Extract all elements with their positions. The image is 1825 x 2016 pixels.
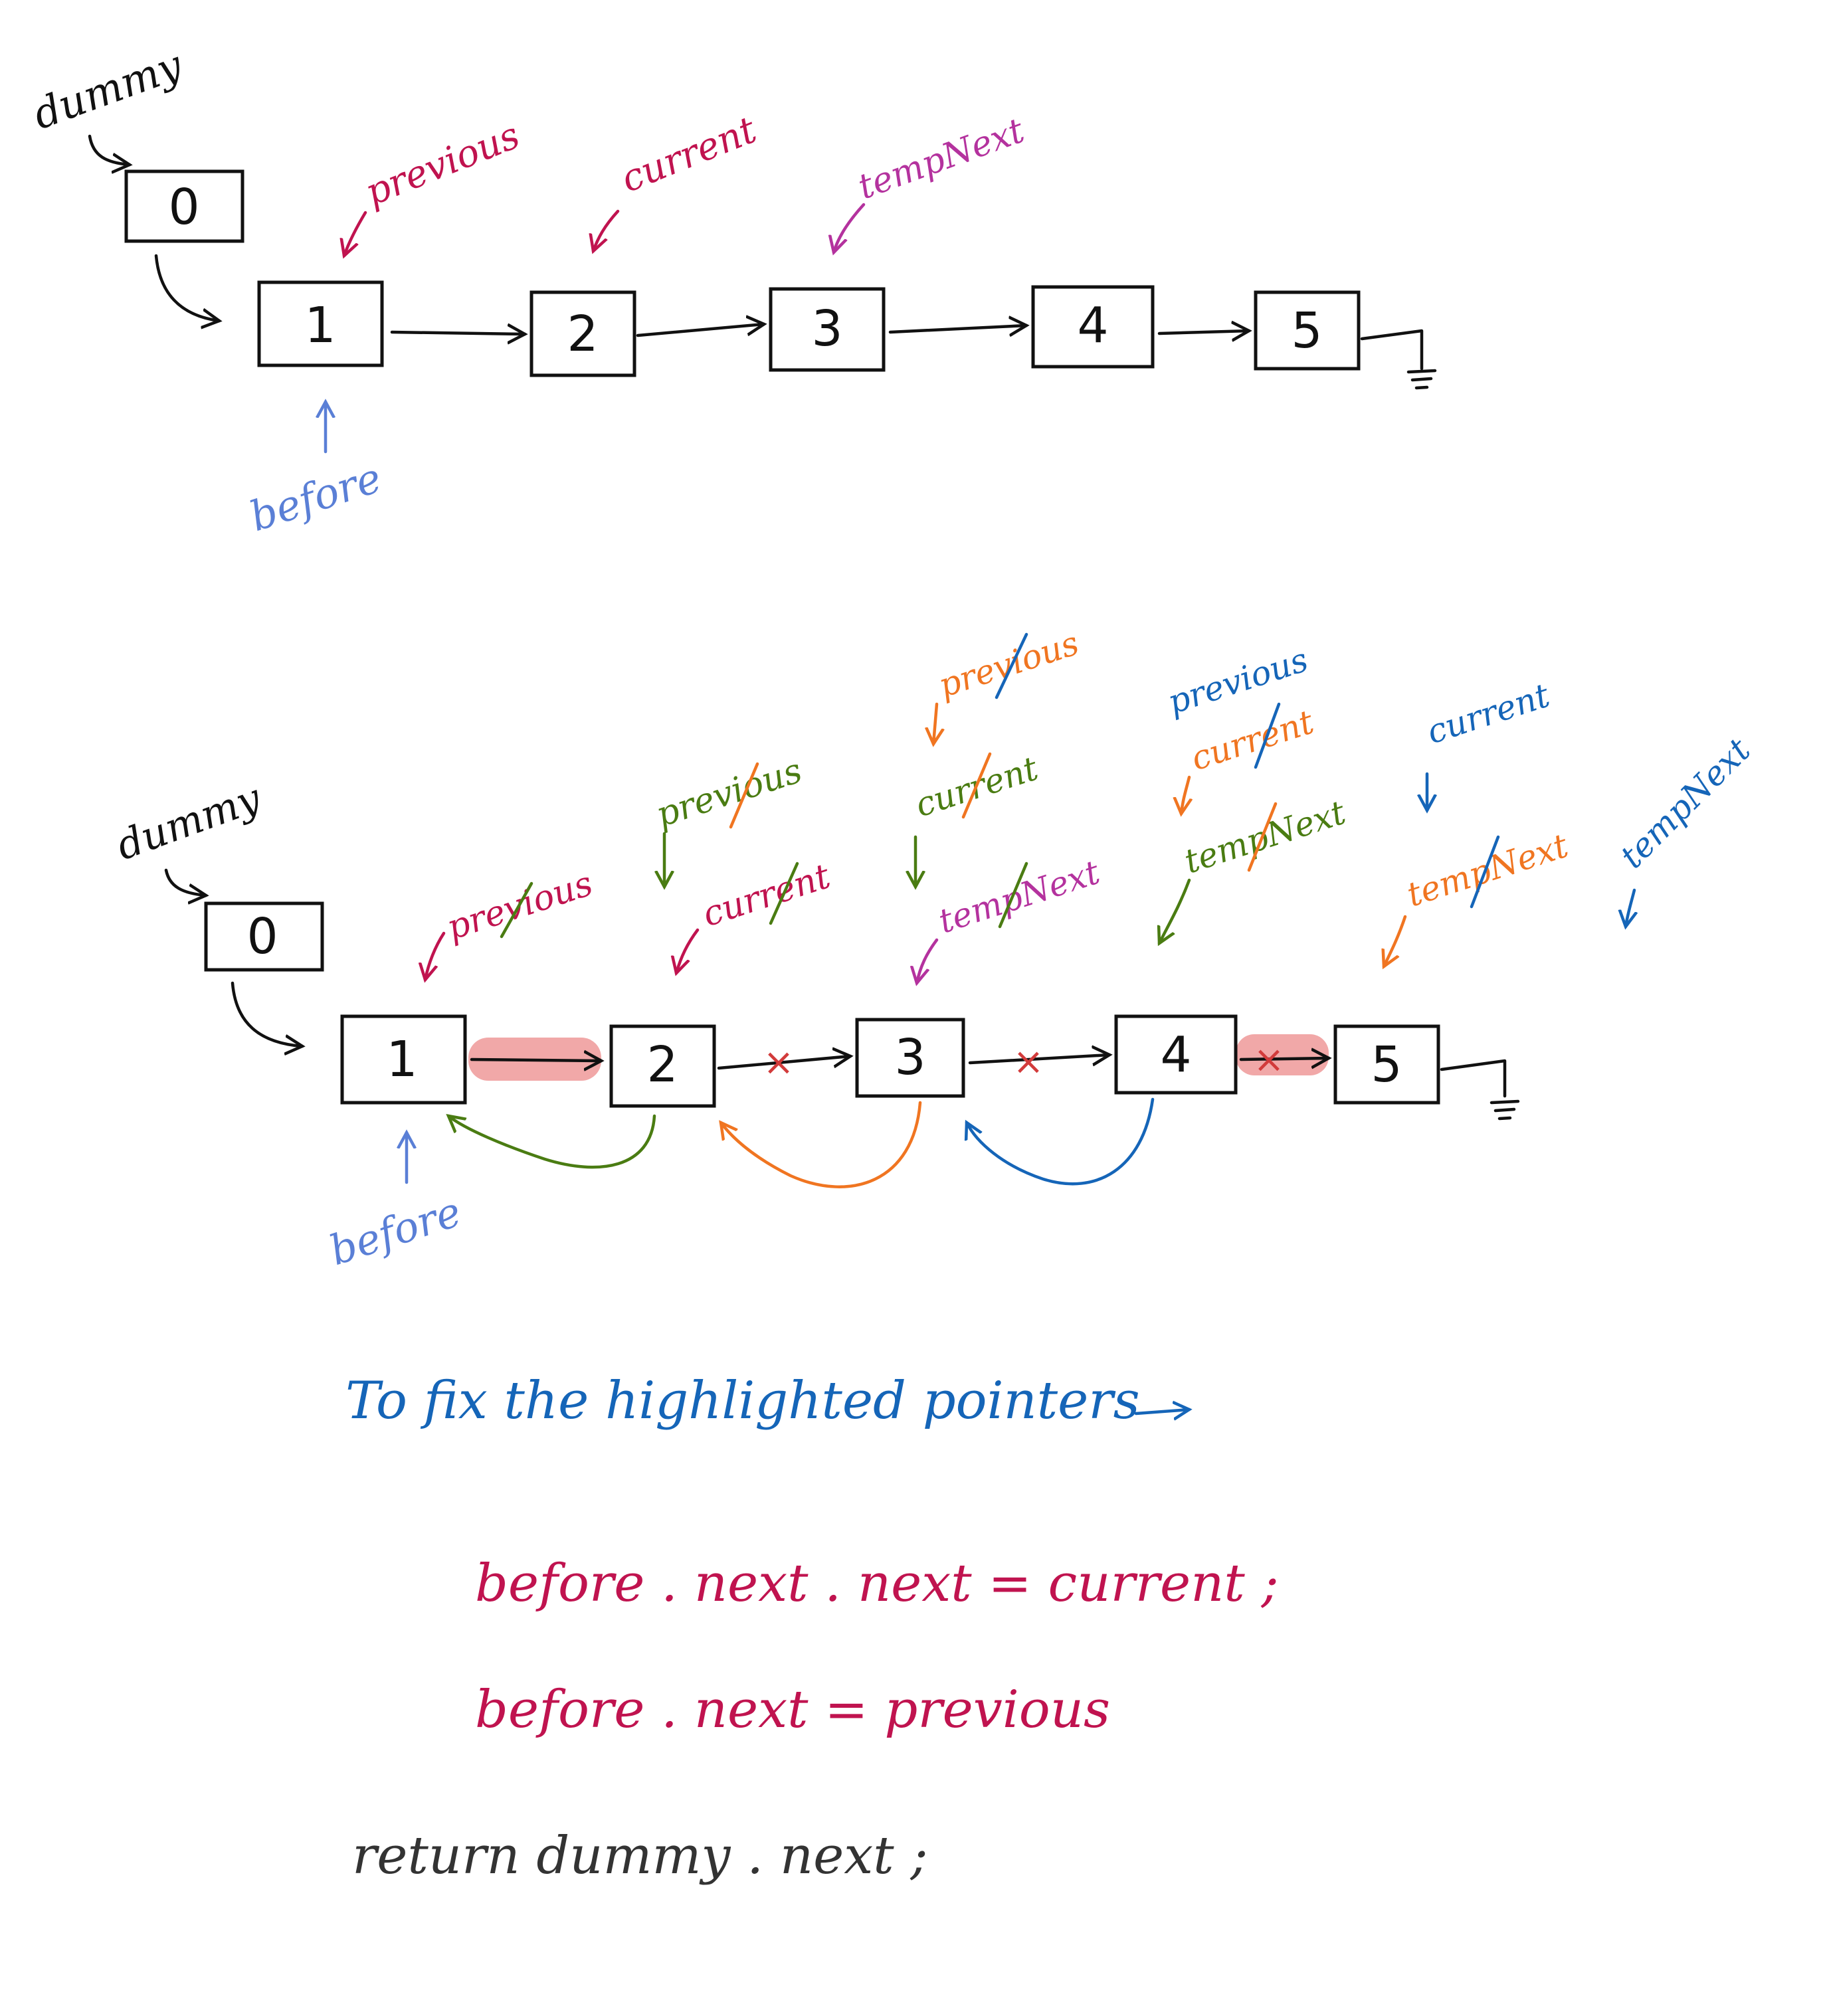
top-tempnext-arrow (834, 203, 866, 252)
top-node-2 (529, 290, 636, 377)
top-dummy-to-node1-arrow (154, 254, 219, 321)
bottom-dummy-to-node1-arrow (231, 981, 302, 1046)
bottom-link-2-3 (717, 1056, 850, 1070)
reverse-link-2-1 (448, 1116, 656, 1169)
arrow-tempnext-2 (1159, 878, 1191, 943)
top-previous-arrow (344, 211, 367, 256)
notes-heading: To fix the highlighted pointers (345, 1371, 1140, 1431)
notes-line-1: before . next . next = current ; (475, 1554, 1279, 1613)
highlight-link-4-5 (1236, 1034, 1329, 1075)
label-tempnext-1: tempNext (934, 852, 1105, 941)
label-tempnext-2: tempNext (1180, 792, 1351, 881)
top-tempnext-label: tempNext (853, 111, 1030, 208)
reverse-link-4-3 (967, 1097, 1155, 1186)
top-null-ground-icon (1360, 329, 1437, 390)
arrow-previous-3 (933, 702, 937, 744)
top-node-4-value: 4 (1077, 297, 1108, 354)
top-node-1-value: 1 (304, 297, 336, 354)
top-link-2-3 (636, 324, 764, 337)
top-node-2-value: 2 (567, 306, 598, 363)
label-current-1: current (698, 856, 834, 935)
strike-tempnext-2 (1247, 802, 1278, 872)
arrow-current-3 (1181, 775, 1189, 814)
top-dummy-arrow (88, 134, 130, 165)
top-current-arrow (593, 209, 620, 251)
top-current-label: current (615, 108, 763, 201)
top-dummy-node-value: 0 (168, 179, 199, 236)
notes-line-3: return dummy . next ; (352, 1826, 928, 1886)
top-link-3-4 (888, 325, 1026, 332)
strike-previous-2 (729, 762, 759, 829)
arrow-tempnext-4 (1626, 888, 1634, 927)
bottom-dummy-node (204, 901, 324, 972)
strike-current-2 (961, 752, 992, 819)
bottom-node-3-value: 3 (894, 1029, 925, 1086)
arrow-previous-1 (425, 931, 446, 980)
top-node-3 (769, 287, 886, 372)
label-current-3: current (1187, 702, 1319, 778)
top-before-label: before (244, 453, 387, 541)
top-previous-label: previous (359, 114, 526, 215)
strike-tempnext-3 (1470, 835, 1500, 909)
bottom-dummy-node-value: 0 (246, 908, 278, 965)
notes: To fix the highlighted pointers before .… (345, 1371, 1279, 1886)
bottom-diagram: dummy 0 1 2 3 4 5 × × × previ (110, 624, 1758, 1275)
strike-previous-3 (995, 632, 1028, 699)
bottom-before-label: before (324, 1187, 467, 1275)
strike-current-1 (769, 862, 799, 925)
arrow-current-1 (676, 928, 700, 973)
reverse-link-3-2 (721, 1101, 922, 1188)
label-previous-2: previous (651, 751, 807, 835)
cross-mark-2-3: × (763, 1041, 795, 1084)
top-node-5-value: 5 (1291, 302, 1322, 359)
strike-tempnext-1 (998, 862, 1028, 929)
top-node-3-value: 3 (811, 300, 842, 357)
bottom-node-4-value: 4 (1160, 1026, 1191, 1083)
top-node-1 (257, 280, 384, 367)
bottom-dummy-arrow (164, 868, 206, 895)
top-link-1-2 (390, 332, 525, 334)
label-tempnext-4: tempNext (1612, 731, 1758, 876)
top-node-5 (1254, 290, 1361, 371)
arrow-tempnext-3 (1384, 915, 1407, 966)
top-dummy-label: dummy (27, 41, 189, 139)
top-dummy-node (124, 169, 244, 243)
bottom-node-3 (855, 1018, 965, 1098)
strike-previous-1 (500, 881, 533, 939)
bottom-node-1 (340, 1014, 467, 1105)
cross-mark-4-5: × (1254, 1038, 1285, 1081)
notes-heading-arrow-icon (1134, 1410, 1189, 1414)
cross-mark-3-4: × (1013, 1040, 1044, 1083)
bottom-node-2 (609, 1024, 716, 1108)
label-current-4: current (1422, 676, 1555, 751)
label-previous-3: previous (934, 624, 1084, 705)
bottom-link-3-4 (968, 1055, 1109, 1063)
bottom-dummy-label: dummy (110, 775, 267, 870)
top-diagram: dummy 0 1 2 3 4 5 previous current tempN… (27, 41, 1437, 541)
arrow-tempnext-1 (917, 938, 939, 983)
bottom-link-1-2 (470, 1059, 601, 1061)
bottom-node-1-value: 1 (386, 1031, 417, 1088)
strike-current-3 (1254, 702, 1281, 769)
bottom-null-ground-icon (1440, 1059, 1520, 1121)
notes-line-2: before . next = previous (475, 1680, 1110, 1740)
top-link-4-5 (1157, 331, 1249, 333)
bottom-node-5-value: 5 (1371, 1036, 1402, 1093)
bottom-node-5 (1333, 1024, 1440, 1105)
bottom-node-4 (1114, 1014, 1238, 1095)
bottom-link-4-5 (1239, 1058, 1329, 1059)
top-node-4 (1031, 285, 1155, 369)
bottom-node-2-value: 2 (646, 1036, 678, 1093)
label-tempnext-3: tempNext (1402, 826, 1573, 914)
